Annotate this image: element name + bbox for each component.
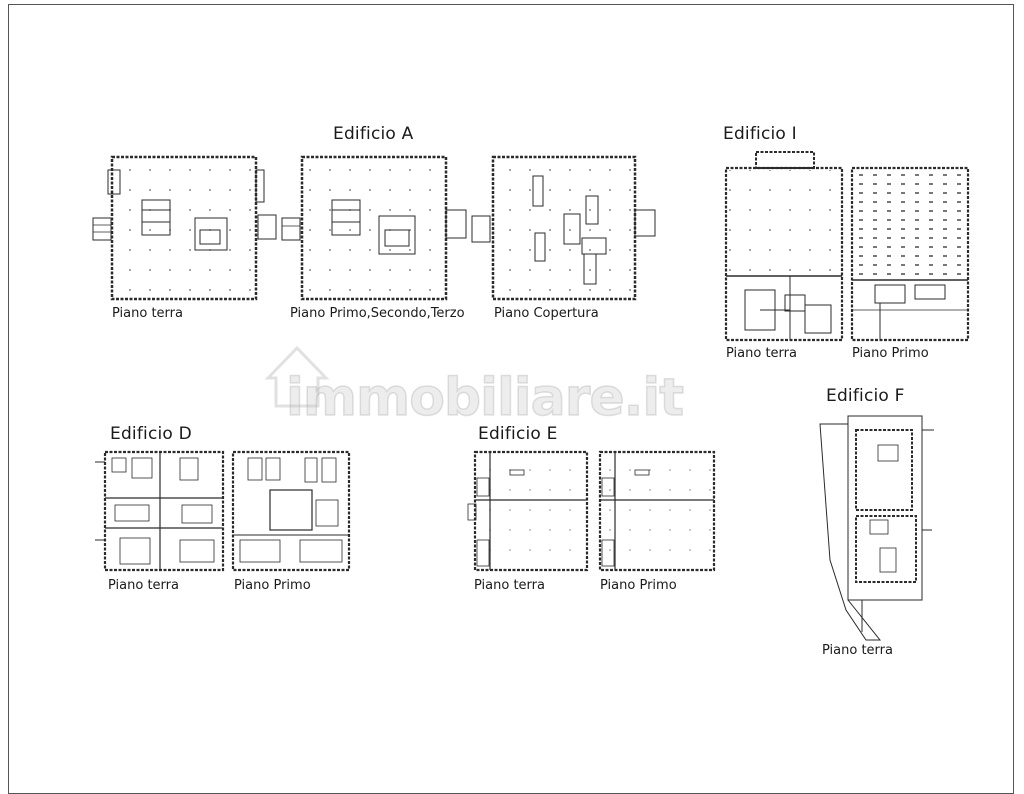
edificio-f-piano-terra-plan bbox=[819, 415, 934, 641]
edificio-a-piano-copertura-plan bbox=[471, 155, 656, 301]
edificio-a-piano-primo-plan bbox=[281, 155, 467, 301]
edificio-i-floor-label: Piano Primo bbox=[852, 346, 929, 361]
edificio-d-floor-label: Piano terra bbox=[108, 578, 179, 593]
edificio-d-floor-label: Piano Primo bbox=[234, 578, 311, 593]
edificio-d-piano-primo-plan bbox=[231, 450, 351, 572]
edificio-i-piano-terra-plan bbox=[724, 151, 844, 342]
edificio-e-piano-terra-plan bbox=[467, 450, 589, 572]
edificio-a-piano-terra-plan bbox=[92, 155, 277, 301]
edificio-e-floor-label: Piano Primo bbox=[600, 578, 677, 593]
edificio-d-title: Edificio D bbox=[110, 424, 192, 444]
watermark-text: immobiliare.it bbox=[285, 367, 685, 429]
edificio-a-floor-label: Piano Primo,Secondo,Terzo bbox=[290, 306, 465, 321]
edificio-d-piano-terra-plan bbox=[95, 450, 225, 572]
edificio-i-piano-primo-plan bbox=[850, 166, 970, 342]
edificio-a-floor-label: Piano Copertura bbox=[494, 306, 599, 321]
edificio-e-piano-primo-plan bbox=[598, 450, 716, 572]
edificio-i-floor-label: Piano terra bbox=[726, 346, 797, 361]
edificio-e-floor-label: Piano terra bbox=[474, 578, 545, 593]
edificio-f-floor-label: Piano terra bbox=[822, 643, 893, 658]
floor-plans-drawing bbox=[92, 151, 970, 641]
edificio-i-title: Edificio I bbox=[723, 124, 797, 144]
edificio-f-title: Edificio F bbox=[826, 386, 905, 406]
edificio-a-title: Edificio A bbox=[333, 124, 414, 144]
watermark-logo: immobiliare.it bbox=[262, 340, 762, 430]
edificio-e-title: Edificio E bbox=[478, 424, 558, 444]
edificio-a-floor-label: Piano terra bbox=[112, 306, 183, 321]
house-icon bbox=[264, 345, 330, 408]
